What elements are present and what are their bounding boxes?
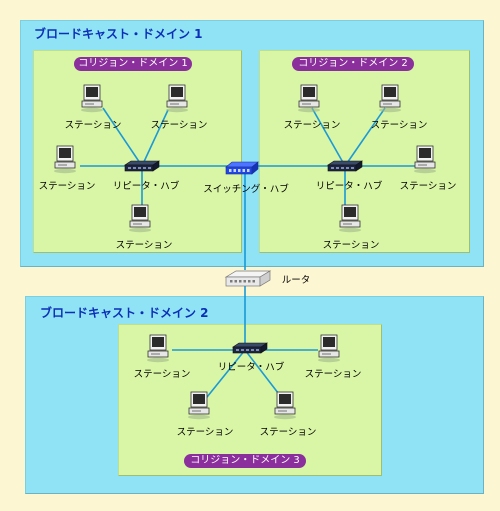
station-computer-icon [81, 84, 103, 113]
station-computer-icon [318, 334, 340, 363]
station-computer-icon [129, 204, 151, 233]
collision-domain-2-badge: コリジョン・ドメイン 2 [292, 57, 414, 71]
station-computer-icon [54, 145, 76, 174]
station-label: ステーション [259, 427, 317, 438]
station-computer-icon [274, 391, 296, 420]
router-label: ルータ [281, 275, 311, 286]
station-computer-icon [379, 84, 401, 113]
repeater-hub-icon [327, 160, 363, 172]
router-icon [224, 270, 272, 287]
station-label: ステーション [115, 240, 173, 251]
station-label: ステーション [176, 427, 234, 438]
broadcast-domain-2-title: ブロードキャスト・ドメイン 2 [40, 306, 209, 320]
repeater-hub-label: リピータ・ハブ [217, 362, 285, 373]
broadcast-domain-1-title: ブロードキャスト・ドメイン 1 [34, 27, 203, 41]
switching-hub-label: スイッチング・ハブ [203, 184, 289, 195]
station-label: ステーション [370, 120, 428, 131]
station-label: ステーション [150, 120, 208, 131]
repeater-hub-icon [232, 342, 268, 354]
station-computer-icon [166, 84, 188, 113]
collision-domain-3-badge: コリジョン・ドメイン 3 [184, 454, 306, 468]
station-computer-icon [414, 145, 436, 174]
station-computer-icon [339, 204, 361, 233]
station-computer-icon [147, 334, 169, 363]
station-computer-icon [188, 391, 210, 420]
station-label: ステーション [283, 120, 341, 131]
collision-domain-2 [259, 50, 470, 253]
station-label: ステーション [322, 240, 380, 251]
station-label: ステーション [399, 181, 457, 192]
station-computer-icon [298, 84, 320, 113]
station-label: ステーション [133, 369, 191, 380]
repeater-hub-icon [124, 160, 160, 172]
station-label: ステーション [304, 369, 362, 380]
repeater-hub-label: リピータ・ハブ [315, 181, 383, 192]
collision-domain-1-badge: コリジョン・ドメイン 1 [74, 57, 192, 71]
switching-hub-icon [225, 161, 259, 175]
station-label: ステーション [64, 120, 122, 131]
station-label: ステーション [38, 181, 96, 192]
repeater-hub-label: リピータ・ハブ [112, 181, 180, 192]
